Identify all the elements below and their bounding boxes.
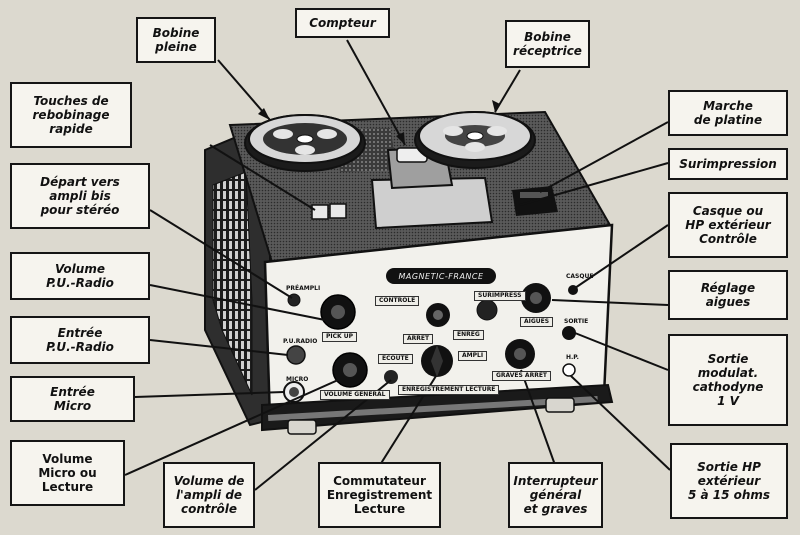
pu-radio-jack	[286, 345, 306, 365]
callout-sortie-hp: Sortie HP extérieur 5 à 15 ohms	[670, 443, 788, 519]
tape-recorder	[124, 39, 671, 491]
rear-latch	[545, 397, 575, 413]
label-pick-up: PICK UP	[322, 332, 358, 342]
full-reel	[244, 114, 366, 172]
callout-depart-ampli: Départ vers ampli bis pour stéréo	[10, 163, 150, 229]
label-arret: ARRET	[403, 334, 434, 344]
volume-general-knob	[332, 352, 368, 388]
ecoute-knob	[384, 370, 398, 384]
label-volume-general: VOLUME GENERAL	[320, 390, 390, 400]
label-surimpress: SURIMPRESS	[474, 291, 526, 301]
label-enreg: ENREG	[453, 330, 484, 340]
label-hp: H.P.	[566, 354, 579, 361]
treble-knob	[521, 283, 551, 313]
callout-volume-pu: Volume P.U.-Radio	[10, 252, 150, 300]
label-sortie: SORTIE	[564, 318, 589, 325]
callout-interrupteur: Interrupteur général et graves	[508, 462, 603, 528]
front-latch	[287, 419, 317, 435]
take-up-reel	[414, 111, 536, 169]
callout-marche-platine: Marche de platine	[668, 90, 788, 136]
label-preampli: PRÉAMPLI	[286, 285, 321, 292]
bass-switch-knob	[505, 339, 535, 369]
callout-reglage-aigues: Réglage aigues	[668, 270, 788, 320]
sortie-jack	[562, 326, 576, 340]
callout-bobine-pleine: Bobine pleine	[136, 17, 216, 63]
commutator-knob	[421, 345, 453, 377]
callout-casque-hp: Casque ou HP extérieur Contrôle	[668, 192, 788, 258]
label-ecoute: ECOUTE	[378, 354, 413, 364]
callout-bobine-receptrice: Bobine réceptrice	[505, 20, 590, 68]
callout-volume-micro: Volume Micro ou Lecture	[10, 440, 125, 506]
label-aigues: AIGUES	[520, 317, 554, 327]
label-controle: CONTROLE	[375, 296, 420, 306]
callout-compteur: Compteur	[295, 8, 390, 38]
callout-sortie-modulat: Sortie modulat. cathodyne 1 V	[668, 334, 788, 426]
callout-entree-pu: Entrée P.U.-Radio	[10, 316, 150, 364]
label-enreg-lect: ENREGISTREMENT LECTURE	[398, 385, 500, 395]
volume-pu-radio-knob	[320, 294, 356, 330]
surimpression-button	[476, 299, 498, 321]
micro-jack-inner	[289, 387, 299, 397]
rewind-keys	[311, 203, 347, 220]
label-micro: MICRO	[286, 376, 309, 383]
arrowheads	[258, 100, 500, 145]
callout-touches-rebobinage: Touches de rebobinage rapide	[10, 82, 132, 148]
leader-lines	[124, 39, 671, 491]
callout-entree-micro: Entrée Micro	[10, 376, 135, 422]
label-graves: GRAVES ARRÊT	[492, 371, 552, 381]
callout-surimpression: Surimpression	[668, 148, 788, 180]
callout-commutateur: Commutateur Enregistrement Lecture	[318, 462, 441, 528]
label-ampli: AMPLI	[458, 351, 488, 361]
base-strip	[268, 396, 598, 421]
monitor-volume-knob	[426, 303, 450, 327]
label-pu-radio: P.U.RADIO	[283, 338, 318, 345]
hp-jack	[562, 363, 576, 377]
callout-volume-ampli: Volume de l'ampli de contrôle	[163, 462, 255, 528]
brand-plate: MAGNETIC-FRANCE	[386, 268, 496, 284]
label-casque: CASQUE	[566, 273, 594, 280]
